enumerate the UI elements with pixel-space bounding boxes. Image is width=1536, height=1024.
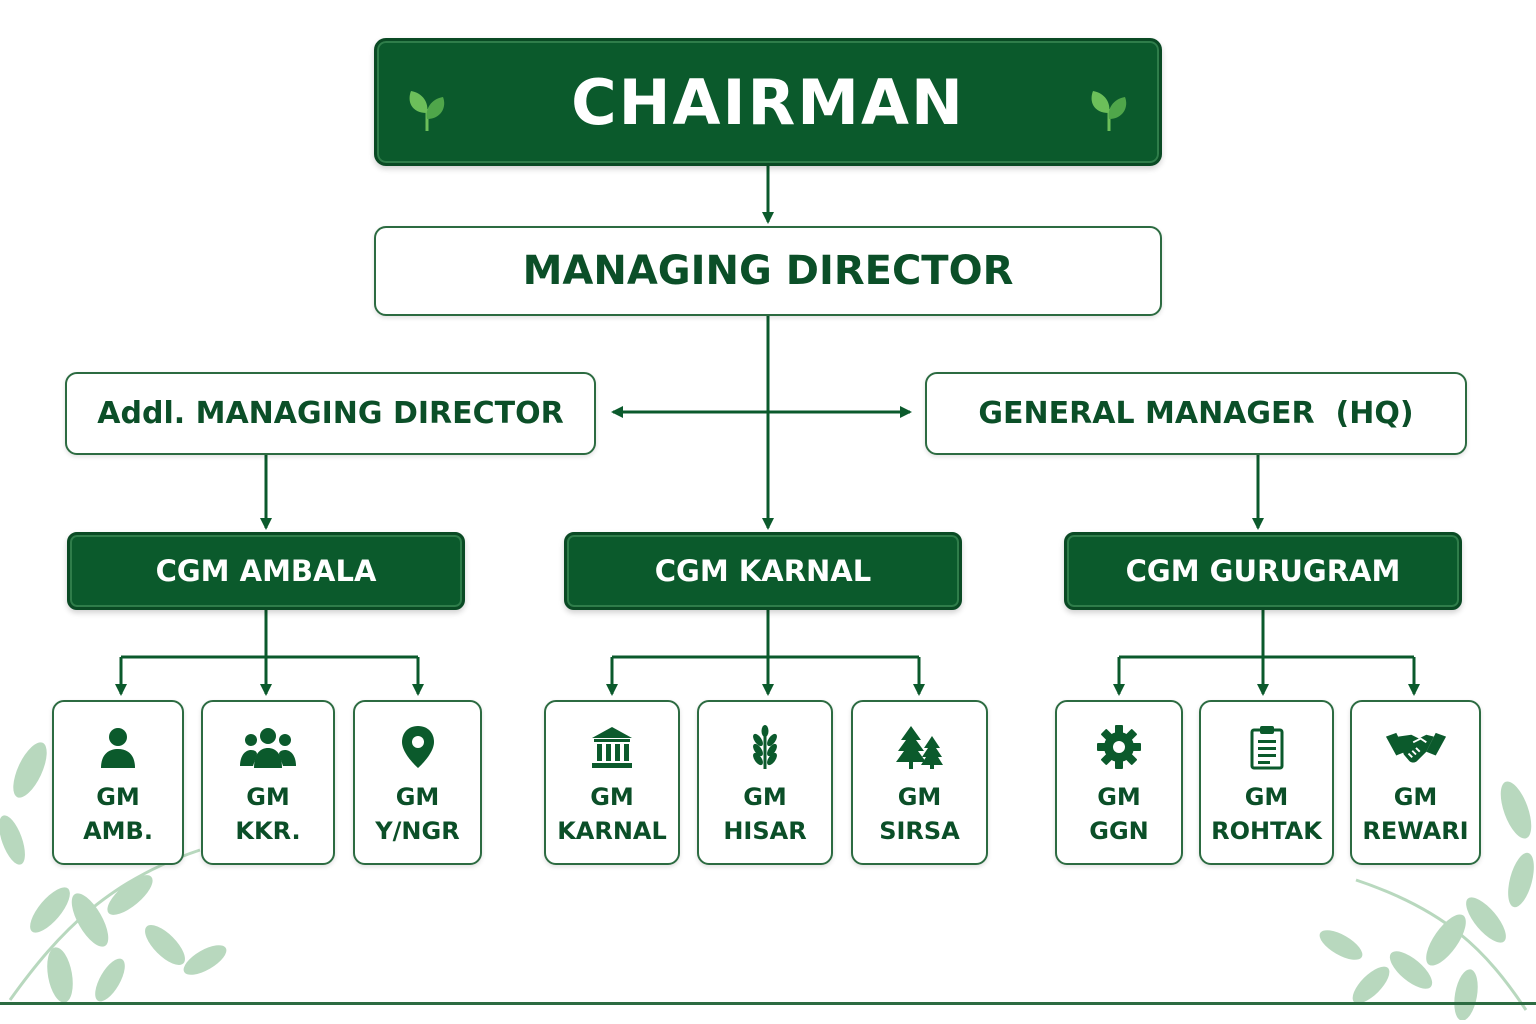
cgm-gurugram-label: CGM GURUGRAM xyxy=(1125,554,1401,588)
gm-rewari-box: GM REWARI xyxy=(1350,700,1481,865)
bottom-divider xyxy=(0,1002,1536,1005)
person-icon xyxy=(101,728,135,768)
location-pin-icon xyxy=(401,726,434,768)
gm-rewari-line2: REWARI xyxy=(1362,817,1469,845)
gear-icon xyxy=(1097,725,1141,769)
managing-director-label: MANAGING DIRECTOR xyxy=(522,248,1014,294)
gm-hisar-line1: GM xyxy=(743,783,787,811)
trees-icon xyxy=(895,726,943,769)
cgm-ambala-label: CGM AMBALA xyxy=(155,554,377,588)
gm-amb-box: GM AMB. xyxy=(52,700,184,865)
gm-rewari-line1: GM xyxy=(1393,783,1438,811)
gm-sirsa-line1: GM xyxy=(897,783,942,811)
cgm-karnal-label: CGM KARNAL xyxy=(654,554,872,588)
gm-karnal-line2: KARNAL xyxy=(557,817,667,845)
gm-rohtak-box: GM ROHTAK xyxy=(1199,700,1334,865)
gm-yngr-box: GM Y/NGR xyxy=(353,700,482,865)
gm-kkr-line1: GM xyxy=(246,783,290,811)
wheat-icon xyxy=(753,725,777,769)
leaf-icon xyxy=(1091,91,1127,131)
group-icon xyxy=(240,728,296,768)
gm-ggn-box: GM GGN xyxy=(1055,700,1183,865)
gm-hisar-line2: HISAR xyxy=(723,817,807,845)
gm-amb-line2: AMB. xyxy=(83,817,153,845)
managing-director-box: MANAGING DIRECTOR xyxy=(374,226,1162,316)
gm-amb-line1: GM xyxy=(96,783,140,811)
leaf-icon xyxy=(409,91,445,131)
cgm-ambala-box: CGM AMBALA xyxy=(67,532,465,610)
gm-ggn-line1: GM xyxy=(1097,783,1141,811)
foliage-right-decoration xyxy=(1319,781,1534,1020)
gm-sirsa-box: GM SIRSA xyxy=(851,700,988,865)
chairman-label: CHAIRMAN xyxy=(571,65,965,139)
cgm-gurugram-box: CGM GURUGRAM xyxy=(1064,532,1462,610)
gm-kkr-box: GM KKR. xyxy=(201,700,335,865)
general-manager-hq-box: GENERAL MANAGER (HQ) xyxy=(925,372,1467,455)
gm-rohtak-line1: GM xyxy=(1244,783,1289,811)
clipboard-icon xyxy=(1250,726,1283,770)
gm-ggn-line2: GGN xyxy=(1089,817,1149,845)
gm-yngr-line1: GM xyxy=(395,783,440,811)
general-manager-hq-label: GENERAL MANAGER (HQ) xyxy=(978,396,1414,431)
handshake-icon xyxy=(1385,732,1446,763)
addl-managing-director-box: Addl. MANAGING DIRECTOR xyxy=(65,372,596,455)
gm-karnal-line1: GM xyxy=(590,783,634,811)
gm-hisar-box: GM HISAR xyxy=(697,700,833,865)
bank-building-icon xyxy=(592,727,632,768)
gm-karnal-box: GM KARNAL xyxy=(544,700,680,865)
gm-yngr-line2: Y/NGR xyxy=(375,817,460,845)
gm-rohtak-line2: ROHTAK xyxy=(1211,817,1322,845)
chairman-box: CHAIRMAN xyxy=(374,38,1162,166)
addl-managing-director-label: Addl. MANAGING DIRECTOR xyxy=(97,396,564,431)
gm-sirsa-line2: SIRSA xyxy=(879,817,960,845)
cgm-karnal-box: CGM KARNAL xyxy=(564,532,962,610)
gm-kkr-line2: KKR. xyxy=(235,817,301,845)
